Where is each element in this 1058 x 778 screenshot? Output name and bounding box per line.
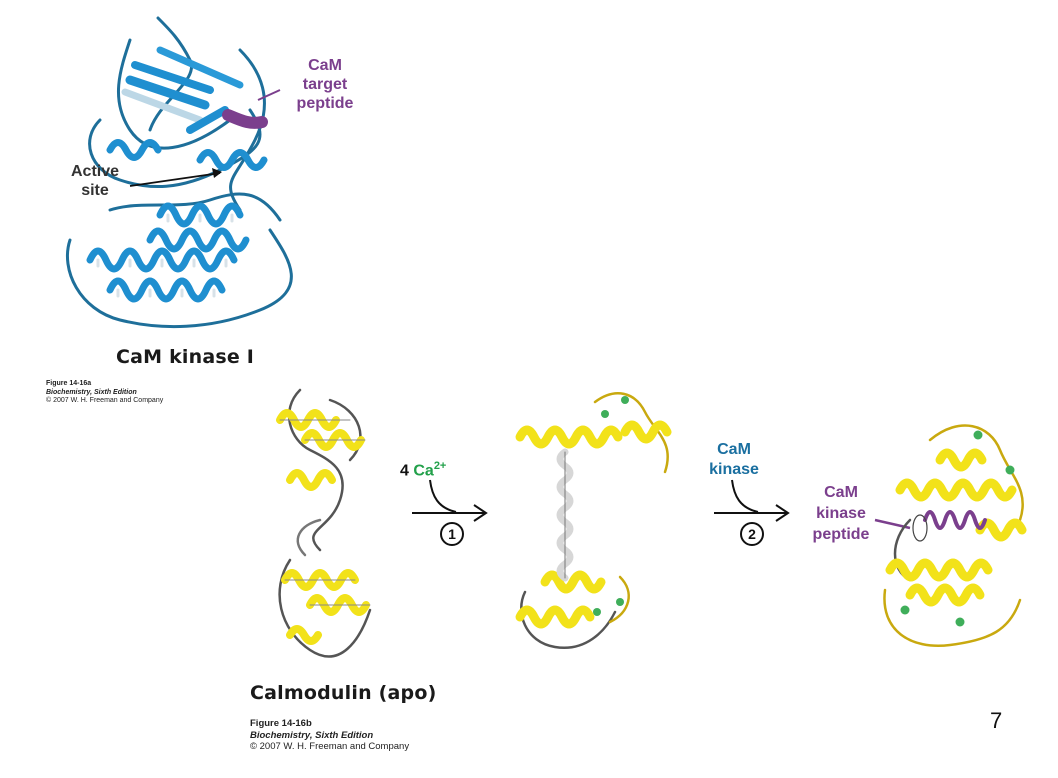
calmodulin-peptide-complex-structure bbox=[874, 424, 1027, 647]
reaction-arrow-2 bbox=[714, 479, 790, 522]
calmodulin-apo-structure bbox=[276, 388, 372, 658]
active-site-label: Active site bbox=[70, 163, 120, 199]
cam-kinase-peptide-label: CaM kinase peptide bbox=[812, 484, 870, 543]
figure-14-16b-caption: Figure 14-16b Biochemistry, Sixth Editio… bbox=[250, 718, 410, 752]
calmodulin-apo-title: Calmodulin (apo) bbox=[250, 682, 437, 704]
figure-14-16a-caption: Figure 14-16a Biochemistry, Sixth Editio… bbox=[46, 380, 164, 404]
calmodulin-calcium-structure bbox=[515, 392, 672, 650]
cam-kinase-structure bbox=[65, 16, 293, 329]
reaction-arrow-1 bbox=[412, 479, 488, 522]
cam-kinase-reagent-label: CaM kinase bbox=[709, 441, 759, 478]
cam-kinase-title: CaM kinase I bbox=[116, 346, 255, 368]
step-1-marker: 1 bbox=[440, 522, 464, 546]
calcium-reagent-label: 4 Ca2+ bbox=[400, 460, 447, 480]
cam-target-peptide-label: CaM target peptide bbox=[296, 57, 354, 112]
slide-number: 7 bbox=[990, 708, 1003, 733]
step-2-marker: 2 bbox=[740, 522, 764, 546]
